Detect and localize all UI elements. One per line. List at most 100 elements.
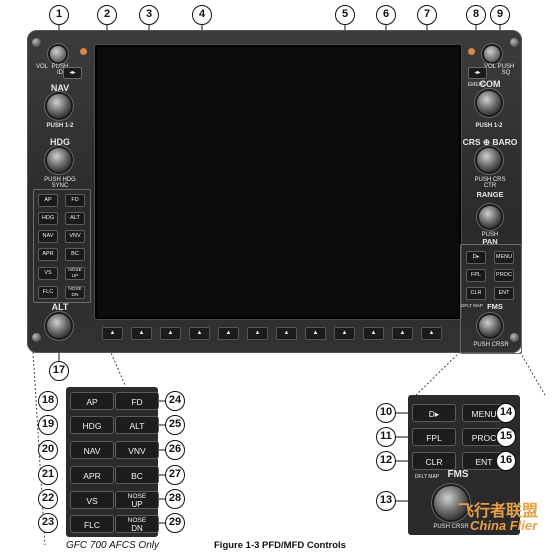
callout-23: 23 [38,513,58,533]
hdg-knob[interactable] [47,148,71,172]
softkey-7[interactable]: ▲ [276,327,297,340]
afcs-ap-key[interactable]: AP [38,194,58,207]
softkey-3[interactable]: ▲ [160,327,181,340]
callout-1: 1 [49,5,69,25]
callout-24: 24 [165,391,185,411]
clr-key[interactable]: CLR [466,287,486,300]
flc-key[interactable]: FLC [70,515,114,533]
softkey-9[interactable]: ▲ [334,327,355,340]
proc-key[interactable]: PROC [494,269,514,282]
direct-to-key-large[interactable]: D▸ [412,404,456,422]
callout-25: 25 [165,415,185,435]
clr-key-large[interactable]: CLR [412,452,456,470]
hdg-key[interactable]: HDG [70,416,114,434]
direct-to-key[interactable]: D▸ [466,251,486,264]
callout-9: 9 [490,5,510,25]
callout-11: 11 [376,427,396,447]
bc-key[interactable]: BC [115,466,159,484]
callout-16: 16 [496,451,516,471]
afcs-nose-dn-key[interactable]: NOSE DN [65,286,85,299]
watermark-text-en: China Flier [470,518,538,533]
softkey-10[interactable]: ▲ [363,327,384,340]
fms-knob[interactable] [479,315,501,337]
display-screen [95,45,461,319]
vol-knob-right[interactable] [484,46,500,62]
photocell-led [80,48,87,55]
apr-key[interactable]: APR [70,466,114,484]
callout-8: 8 [466,5,486,25]
screw [32,333,41,342]
softkey-6[interactable]: ▲ [247,327,268,340]
push-crs-ctr-label: PUSH CRS CTR [474,177,506,189]
fpl-key[interactable]: FPL [466,269,486,282]
fd-key[interactable]: FD [115,392,159,410]
menu-key[interactable]: MENU [494,251,514,264]
callout-28: 28 [165,489,185,509]
softkey-8[interactable]: ▲ [305,327,326,340]
fpl-key-large[interactable]: FPL [412,428,456,446]
pan-label: PAN [482,237,498,246]
watermark-text: 飞行者联盟 [458,503,539,520]
push-sq-label: PUSH SQ [497,64,515,76]
ent-key[interactable]: ENT [494,287,514,300]
dn-label: DN [131,523,143,533]
fms-label: FMS [487,302,503,311]
callout-4: 4 [192,5,212,25]
afcs-bc-key[interactable]: BC [65,248,85,261]
nav-swap-button[interactable]: ◂▸ [63,67,82,79]
softkey-2[interactable]: ▲ [131,327,152,340]
afcs-fd-key[interactable]: FD [65,194,85,207]
afcs-vnv-key[interactable]: VNV [65,230,85,243]
push-12-right: PUSH 1-2 [475,123,503,129]
softkey-12[interactable]: ▲ [421,327,442,340]
nose-label: NOSE [127,493,147,500]
vs-key[interactable]: VS [70,491,114,509]
softkey-11[interactable]: ▲ [392,327,413,340]
afcs-enlarged-panel: AP FD HDG ALT NAV VNV APR BC VS NOSE UP … [66,387,159,537]
up-label: UP [131,499,143,509]
afcs-apr-key[interactable]: APR [38,248,58,261]
softkey-5[interactable]: ▲ [218,327,239,340]
push-pan-small: PUSH [481,232,499,238]
com-label: COM [479,79,501,89]
alt-knob[interactable] [47,314,71,338]
nav-knob[interactable] [47,94,71,118]
callout-3: 3 [139,5,159,25]
afcs-hdg-key[interactable]: HDG [38,212,58,225]
crs-baro-knob[interactable] [477,148,501,172]
afcs-alt-key[interactable]: ALT [65,212,85,225]
callout-5: 5 [335,5,355,25]
afcs-flc-key[interactable]: FLC [38,286,58,299]
com-swap-button[interactable]: ◂▸ [468,67,487,79]
softkey-1[interactable]: ▲ [102,327,123,340]
nav-key[interactable]: NAV [70,441,114,459]
com-knob[interactable] [477,91,501,115]
callout-2: 2 [97,5,117,25]
callout-27: 27 [165,465,185,485]
callout-20: 20 [38,440,58,460]
hdg-label: HDG [50,137,70,147]
softkey-4[interactable]: ▲ [189,327,210,340]
dflt-map-label-large: DFLT MAP [414,474,440,480]
afcs-vs-key[interactable]: VS [38,267,58,280]
vnv-key[interactable]: VNV [115,441,159,459]
afcs-key-group: AP FD HDG ALT NAV VNV APR BC VS NOSE UP … [33,189,91,303]
range-pan-joystick[interactable] [479,206,501,228]
afcs-nose-up-key[interactable]: NOSE UP [65,267,85,280]
push-crsr-label-large: PUSH CRSR [433,524,469,530]
ap-key[interactable]: AP [70,392,114,410]
callout-15: 15 [496,427,516,447]
vol-knob-left[interactable] [50,46,66,62]
afcs-nav-key[interactable]: NAV [38,230,58,243]
photocell-led [468,48,475,55]
callout-7: 7 [417,5,437,25]
push-crsr-label: PUSH CRSR [473,342,509,348]
fms-label-large: FMS [447,469,469,480]
ent-key-large[interactable]: ENT [462,452,506,470]
nose-dn-key[interactable]: NOSE DN [115,515,159,533]
nose-up-key[interactable]: NOSE UP [115,491,159,509]
fms-knob-large[interactable] [434,486,468,520]
crs-baro-label: CRS ⊕ BARO [462,137,518,147]
callout-19: 19 [38,415,58,435]
alt-key[interactable]: ALT [115,416,159,434]
